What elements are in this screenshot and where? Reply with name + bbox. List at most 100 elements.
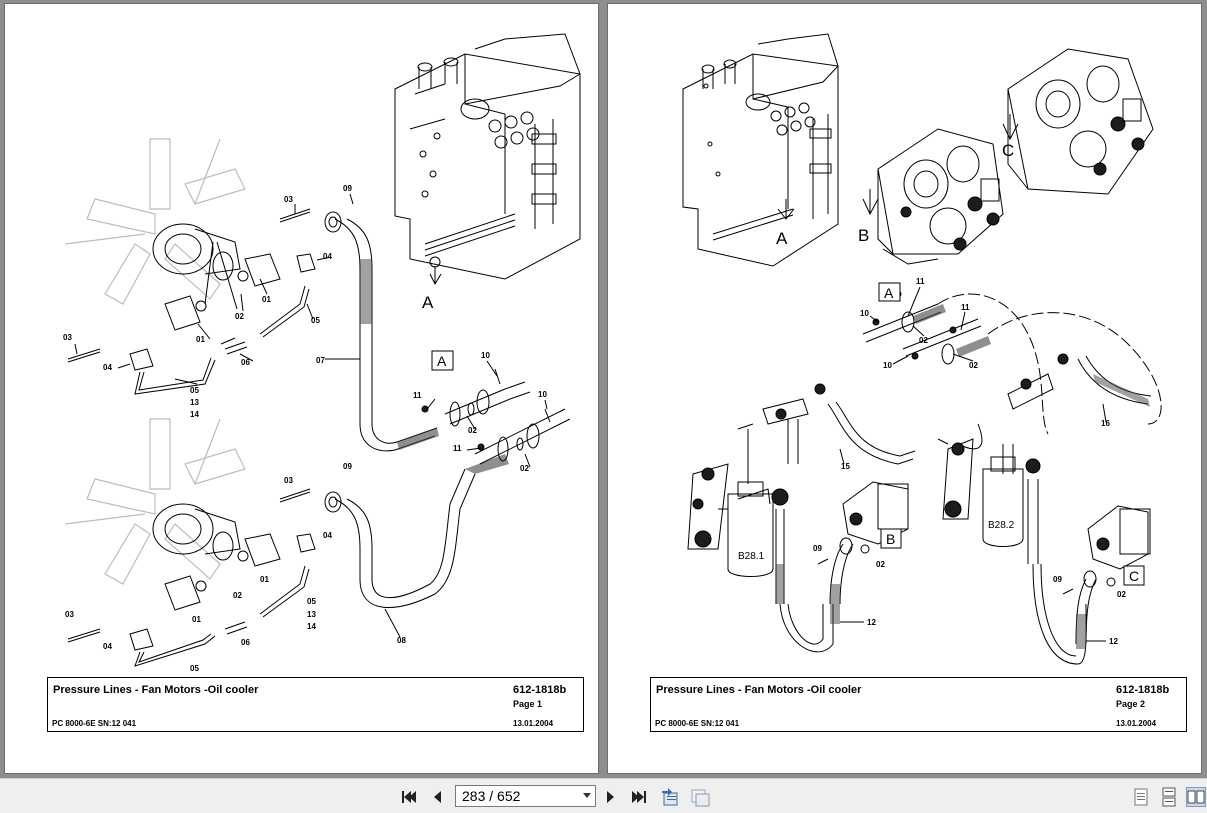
drawing-title: Pressure Lines - Fan Motors -Oil cooler — [53, 684, 259, 696]
fan-assembly-lower — [64, 418, 246, 585]
filter-label-b28-1: B28.1 — [738, 551, 765, 562]
document-number: 612-1818b — [513, 684, 567, 696]
callout-01: 01 — [262, 295, 271, 304]
callout-06: 06 — [241, 638, 250, 647]
callout-03: 03 — [284, 195, 293, 204]
view-box-a-label: A — [437, 353, 447, 369]
view-box-c-label: C — [1129, 568, 1139, 584]
title-block-page-2: Pressure Lines - Fan Motors -Oil cooler … — [650, 677, 1187, 732]
drawing-date: 13.01.2004 — [513, 719, 554, 728]
drawing-date: 13.01.2004 — [1116, 719, 1157, 728]
callout-02: 02 — [1117, 590, 1126, 599]
callout-04: 04 — [323, 252, 332, 261]
page-label: Page 1 — [513, 699, 543, 709]
callout-02: 02 — [468, 426, 477, 435]
callout-11: 11 — [453, 444, 462, 453]
filter-group-right — [937, 353, 1152, 665]
view-box-a — [431, 350, 454, 371]
navigation-toolbar: 283 / 652 — [0, 778, 1207, 813]
callout-02: 02 — [235, 312, 244, 321]
callout-14: 14 — [307, 622, 316, 631]
callout-01: 01 — [192, 615, 201, 624]
callout-02: 02 — [969, 361, 978, 370]
document-viewport[interactable]: A A 03 09 04 01 02 05 01 03 06 04 05 13 … — [0, 0, 1207, 778]
callout-13: 13 — [190, 398, 199, 407]
fan-motor-b — [817, 481, 909, 624]
callout-12: 12 — [1109, 637, 1118, 646]
callout-10: 10 — [481, 351, 490, 360]
chevron-down-icon[interactable] — [583, 793, 591, 798]
view-box-b-label: B — [886, 531, 895, 547]
callout-04: 04 — [103, 642, 112, 651]
filter-group-left — [687, 383, 916, 653]
callout-05: 05 — [311, 316, 320, 325]
callout-04: 04 — [103, 363, 112, 372]
callout-11: 11 — [961, 303, 970, 312]
fan-motor-c — [1062, 505, 1151, 649]
next-page-icon[interactable] — [601, 787, 621, 807]
view-label-b-arrow: B — [858, 226, 869, 245]
pdf-page-1: A A 03 09 04 01 02 05 01 03 06 04 05 13 … — [5, 4, 598, 773]
fan-motor-lower — [67, 488, 316, 667]
first-page-icon[interactable] — [399, 787, 419, 807]
callout-08: 08 — [397, 636, 406, 645]
callout-14: 14 — [190, 410, 199, 419]
page-label: Page 2 — [1116, 699, 1146, 709]
next-view-icon[interactable] — [690, 787, 710, 807]
view-box-a-label: A — [884, 285, 894, 301]
drawing-title: Pressure Lines - Fan Motors -Oil cooler — [656, 684, 862, 696]
page-number-value: 283 / 652 — [462, 788, 521, 804]
view-label-c-arrow: C — [1002, 141, 1014, 160]
callout-03: 03 — [63, 333, 72, 342]
callout-09: 09 — [813, 544, 822, 553]
single-page-view-icon[interactable] — [1131, 787, 1151, 807]
flange-assemblies — [421, 368, 571, 465]
callout-10: 10 — [538, 390, 547, 399]
callout-02: 02 — [919, 336, 928, 345]
control-valve-block-c — [1002, 48, 1154, 195]
callout-09: 09 — [1053, 575, 1062, 584]
callout-11: 11 — [413, 391, 422, 400]
callout-02: 02 — [233, 591, 242, 600]
callout-15: 15 — [841, 462, 850, 471]
filter-label-b28-2: B28.2 — [988, 520, 1015, 531]
machine-model: PC 8000-6E SN:12 041 — [655, 719, 740, 728]
callout-07: 07 — [316, 356, 325, 365]
callout-10: 10 — [860, 309, 869, 318]
callout-16: 16 — [1101, 419, 1110, 428]
callout-03: 03 — [65, 610, 74, 619]
machine-model: PC 8000-6E SN:12 041 — [52, 719, 137, 728]
callout-02: 02 — [876, 560, 885, 569]
view-label-a-arrow: A — [776, 229, 788, 248]
fan-assembly-upper — [64, 138, 246, 305]
page-number-select[interactable]: 283 / 652 — [455, 785, 596, 807]
callout-09: 09 — [343, 462, 352, 471]
callout-09: 09 — [343, 184, 352, 193]
view-label-a-arrow: A — [422, 293, 434, 312]
document-number: 612-1818b — [1116, 684, 1170, 696]
hose-08 — [324, 454, 509, 608]
callout-03: 03 — [284, 476, 293, 485]
prev-page-icon[interactable] — [427, 787, 447, 807]
callout-13: 13 — [307, 610, 316, 619]
previous-view-icon[interactable] — [660, 787, 680, 807]
oil-cooler-frame-small — [682, 33, 839, 267]
callout-11: 11 — [916, 277, 925, 286]
pdf-page-2: A B — [608, 4, 1201, 773]
view-box-b — [880, 528, 902, 549]
parts-drawing-page-1: A A 03 09 04 01 02 05 01 03 06 04 05 13 … — [5, 4, 598, 773]
continuous-view-icon[interactable] — [1159, 787, 1179, 807]
facing-pages-view-icon[interactable] — [1186, 787, 1206, 807]
title-block-page-1: Pressure Lines - Fan Motors -Oil cooler … — [47, 677, 584, 732]
last-page-icon[interactable] — [629, 787, 649, 807]
parts-drawing-page-2: A B — [608, 4, 1201, 773]
callout-05: 05 — [190, 664, 199, 673]
hose-07 — [324, 211, 439, 452]
callout-01: 01 — [196, 335, 205, 344]
callout-05: 05 — [190, 386, 199, 395]
fan-motor-upper — [67, 208, 316, 395]
callout-05: 05 — [307, 597, 316, 606]
pressure-line-connections — [862, 290, 1162, 435]
oil-cooler-frame — [394, 33, 581, 286]
callout-12: 12 — [867, 618, 876, 627]
